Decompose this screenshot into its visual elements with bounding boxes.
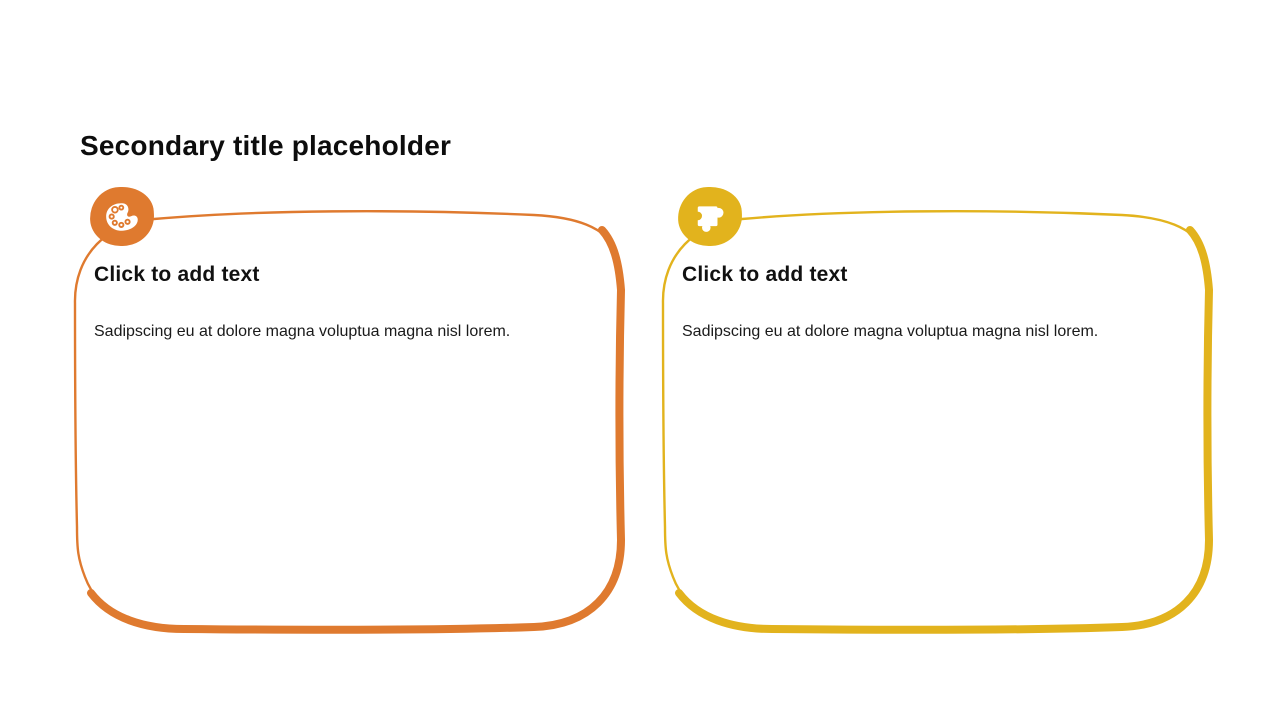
content-card-yellow: Click to add text Sadipscing eu at dolor… (654, 185, 1224, 642)
card-heading-placeholder[interactable]: Click to add text (682, 263, 848, 286)
puzzle-icon (676, 185, 744, 248)
sketch-border-orange (73, 210, 626, 634)
card-body-placeholder[interactable]: Sadipscing eu at dolore magna voluptua m… (94, 323, 511, 340)
content-card-orange: Click to add text Sadipscing eu at dolor… (66, 185, 636, 642)
palette-icon (88, 185, 156, 248)
page-title[interactable]: Secondary title placeholder (80, 130, 452, 161)
sketch-border-yellow (661, 210, 1214, 634)
card-heading-placeholder[interactable]: Click to add text (94, 263, 260, 286)
card-body-placeholder[interactable]: Sadipscing eu at dolore magna voluptua m… (682, 323, 1099, 340)
